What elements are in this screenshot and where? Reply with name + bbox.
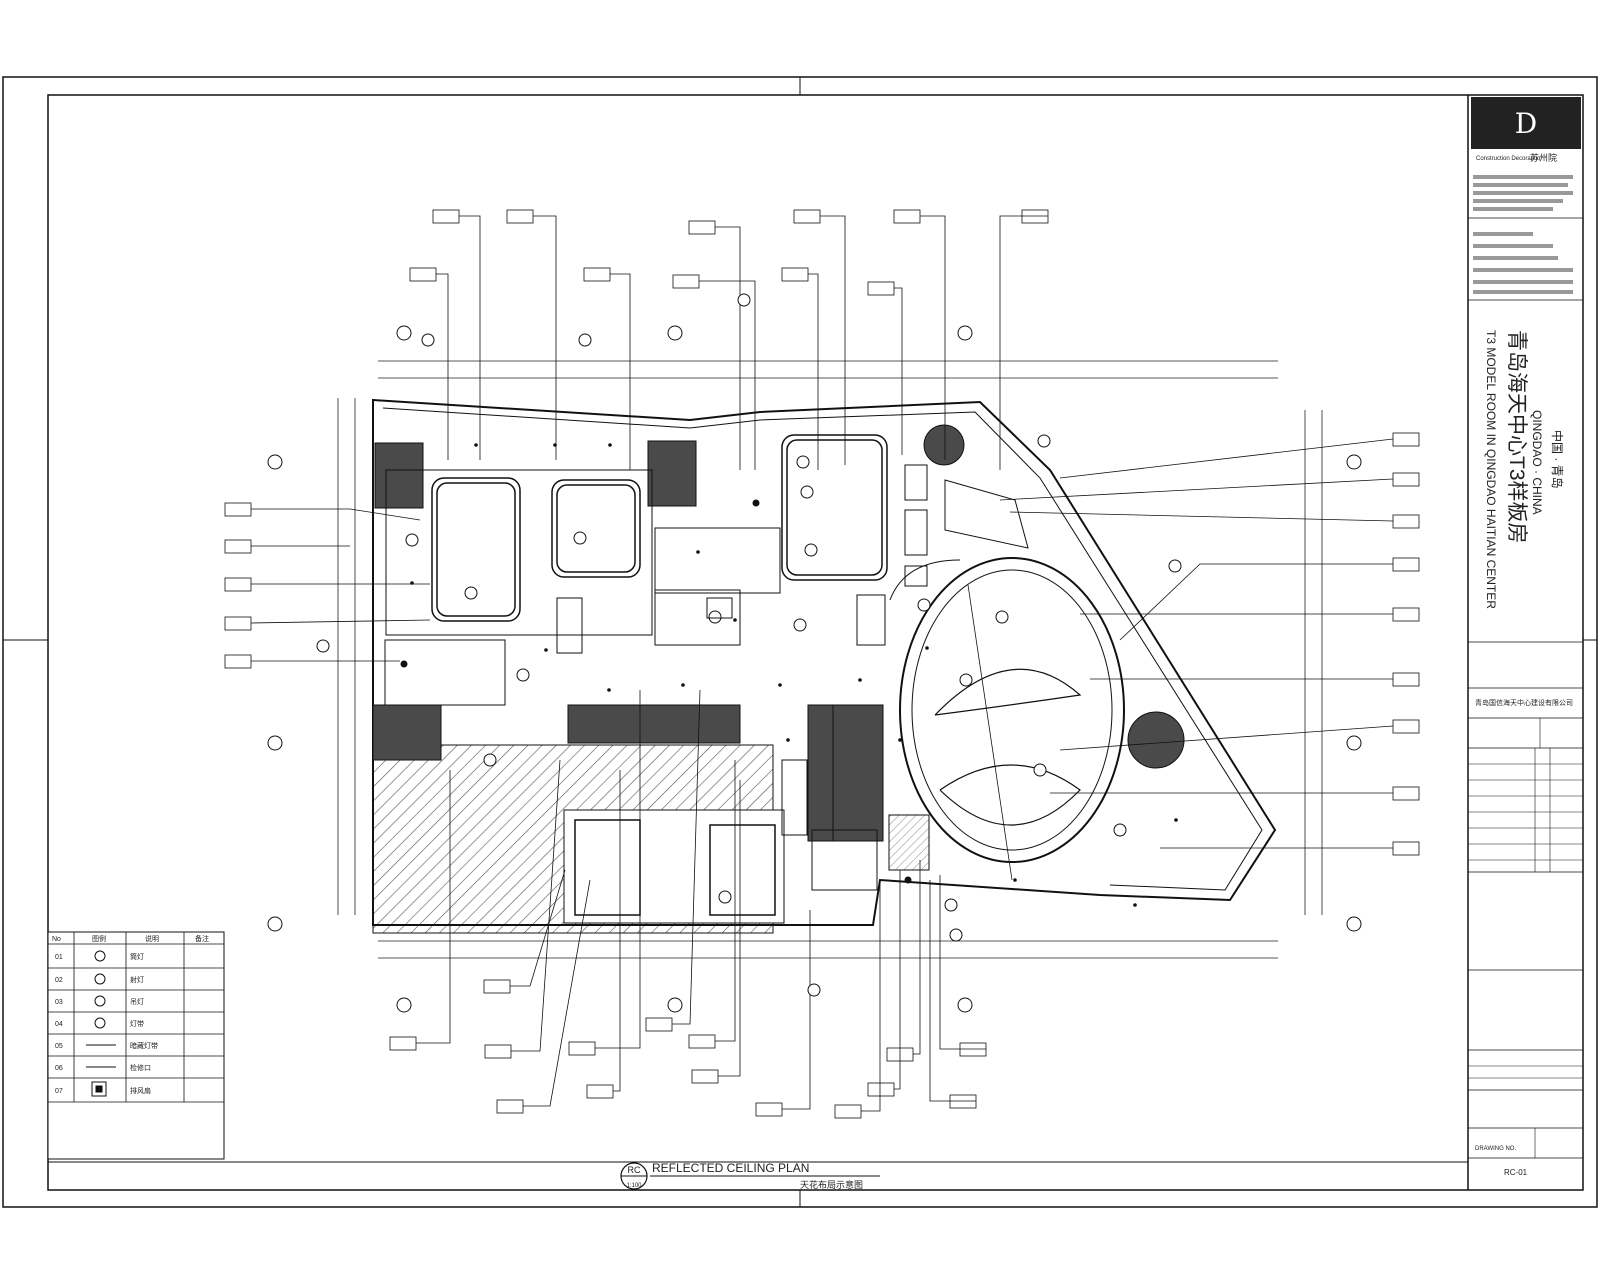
legend-header-symbol: 图例 [92,934,106,943]
oval-ceiling [889,557,1125,881]
dark-fills [372,424,1185,842]
firm-logo: D [1515,107,1537,140]
facade-walls [556,464,1029,836]
legend-row-no: 03 [55,999,63,1006]
legend-row-desc: 灯带 [130,1019,144,1028]
legend-row-no: 02 [55,977,63,984]
grid-bubbles [267,325,1362,1013]
recessed-dots [400,443,1178,907]
legend-header-note: 备注 [195,934,209,943]
legend-row-desc: 排风扇 [130,1086,151,1095]
legend-header-no: No [52,936,61,943]
legend-row-no: 07 [55,1088,63,1095]
scale-label: 1:100 [626,1183,642,1189]
plan-title-cn: 天花布局示意图 [800,1179,863,1190]
project-name-cn: 青岛海天中心T3样板房 [1505,330,1528,544]
firm-name: Construction Decoration [1476,156,1540,162]
plan-code: RC [628,1165,641,1175]
legend-row-desc: 暗藏灯带 [130,1041,158,1050]
plan-title: REFLECTED CEILING PLAN [652,1161,809,1175]
building-outline [372,398,1277,926]
legend-row-desc: 吊灯 [130,997,144,1006]
legend-row-desc: 射灯 [130,975,144,984]
legend-row-no: 04 [55,1021,63,1028]
sheet-no-label: DRAWING NO. [1475,1146,1516,1152]
location-cn: 中国 · 青岛 [1550,430,1565,489]
inner-frame [47,94,1584,1191]
legend-row-no: 06 [55,1065,63,1072]
location-en: QINGDAO · CHINA [1530,410,1544,515]
legend-row-desc: 筒灯 [130,952,144,961]
dimension-lines [337,360,1323,959]
project-name-en: T3 MODEL ROOM IN QINGDAO HAITIAN CENTER [1484,330,1498,609]
light-fixtures [316,293,1182,997]
client-name: 青岛国信海天中心建设有限公司 [1475,698,1573,707]
outer-frame [2,76,1598,1208]
plan-title-block: RC 1:100 REFLECTED CEILING PLAN 天花布局示意图 [620,1161,880,1190]
legend-header-desc: 说明 [145,934,159,943]
legend-row-desc: 检修口 [130,1063,151,1072]
title-block: D Construction Decoration 苏州院 [1468,97,1583,1177]
legend-table: No 图例 说明 备注 01 筒灯 02 射灯 03 吊灯 04 灯带 05 暗… [47,931,225,1160]
firm-name-cn: 苏州院 [1530,152,1557,163]
legend-row-no: 01 [55,954,63,961]
callout-tags [224,209,1420,1119]
ceiling-panels [384,434,888,916]
leader-lines [250,215,1394,1112]
sheet-no: RC-01 [1504,1168,1528,1177]
legend-row-no: 05 [55,1043,63,1050]
